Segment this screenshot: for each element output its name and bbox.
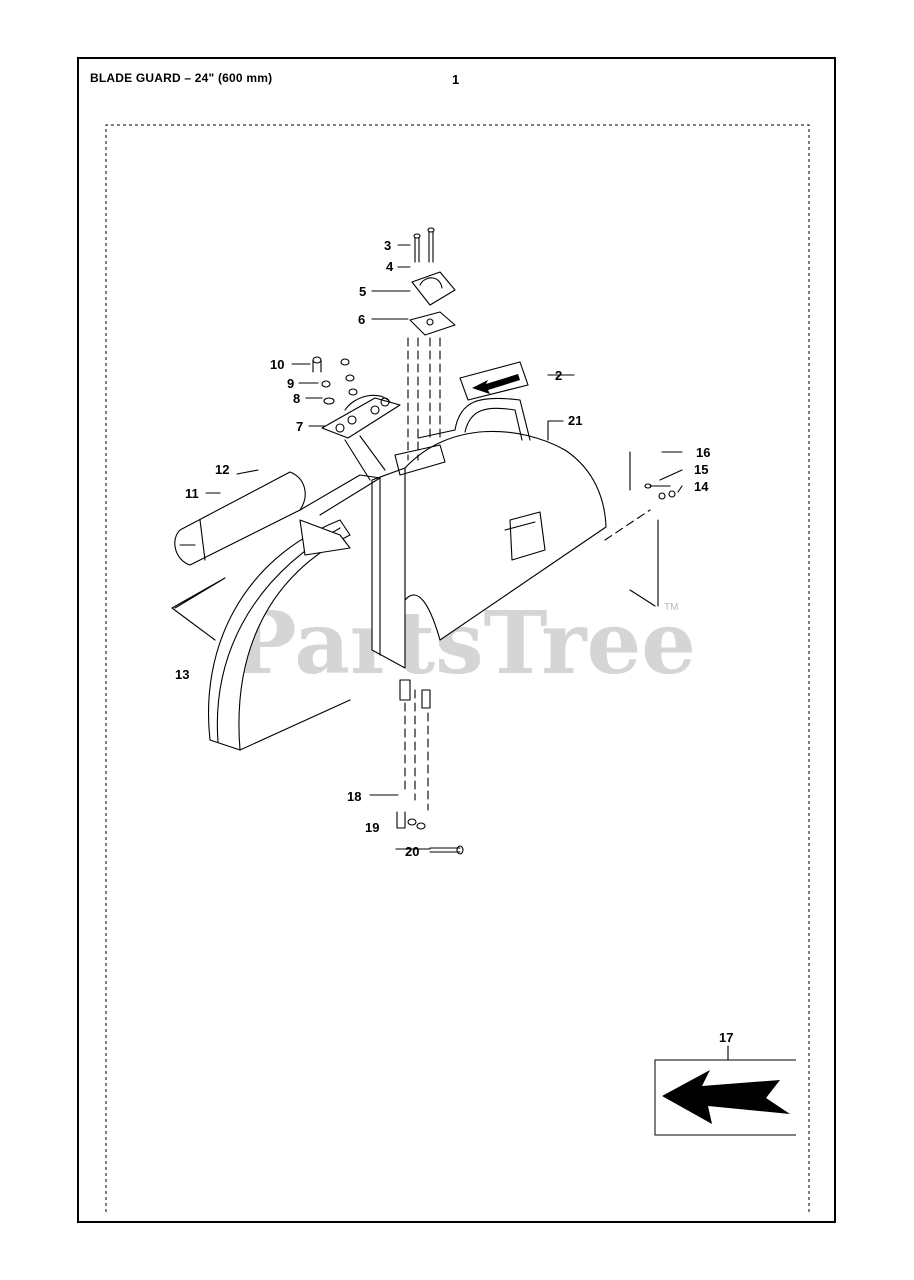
callout-20: 20: [405, 844, 419, 859]
callout-5: 5: [359, 284, 366, 299]
main-guard: [371, 397, 607, 669]
callout-18: 18: [347, 789, 361, 804]
callout-6: 6: [358, 312, 365, 327]
callout-4: 4: [386, 259, 394, 274]
callout-1: 1: [452, 72, 459, 87]
callout-13: 13: [175, 667, 189, 682]
callout-17: 17: [719, 1030, 733, 1045]
callout-10: 10: [270, 357, 284, 372]
arm-bracket: [174, 471, 381, 566]
callout-11: 11: [185, 486, 199, 501]
assembly-axes: [404, 337, 651, 811]
callout-3: 3: [384, 238, 391, 253]
bolts-upper: [312, 227, 435, 405]
callout-16: 16: [696, 445, 710, 460]
callout-8: 8: [293, 391, 300, 406]
callout-19: 19: [365, 820, 379, 835]
watermark-trademark: TM: [664, 602, 678, 613]
side-bolts: [629, 451, 676, 607]
callout-14: 14: [694, 479, 709, 494]
upper-bracket: [409, 271, 456, 336]
callout-12: 12: [215, 462, 229, 477]
page-border: [77, 57, 836, 1223]
leader-lines: [205, 244, 729, 1061]
large-arrow-icon: [662, 1070, 790, 1124]
callout-15: 15: [694, 462, 708, 477]
lower-pins: [396, 679, 464, 855]
direction-decal: [459, 361, 529, 401]
decal-17: [654, 1059, 796, 1136]
callout-21: 21: [568, 413, 582, 428]
page-title: BLADE GUARD – 24" (600 mm): [90, 71, 273, 85]
callout-9: 9: [287, 376, 294, 391]
callout-2: 2: [555, 368, 562, 383]
mounting-plate: [321, 394, 401, 481]
callout-labels: 1 2 3 4 5 6 7 8 9 10 11 12 13 14 15 16 1…: [175, 72, 733, 1045]
side-shield: [171, 519, 351, 751]
callout-7: 7: [296, 419, 303, 434]
decal-arrow-icon: [472, 374, 520, 394]
